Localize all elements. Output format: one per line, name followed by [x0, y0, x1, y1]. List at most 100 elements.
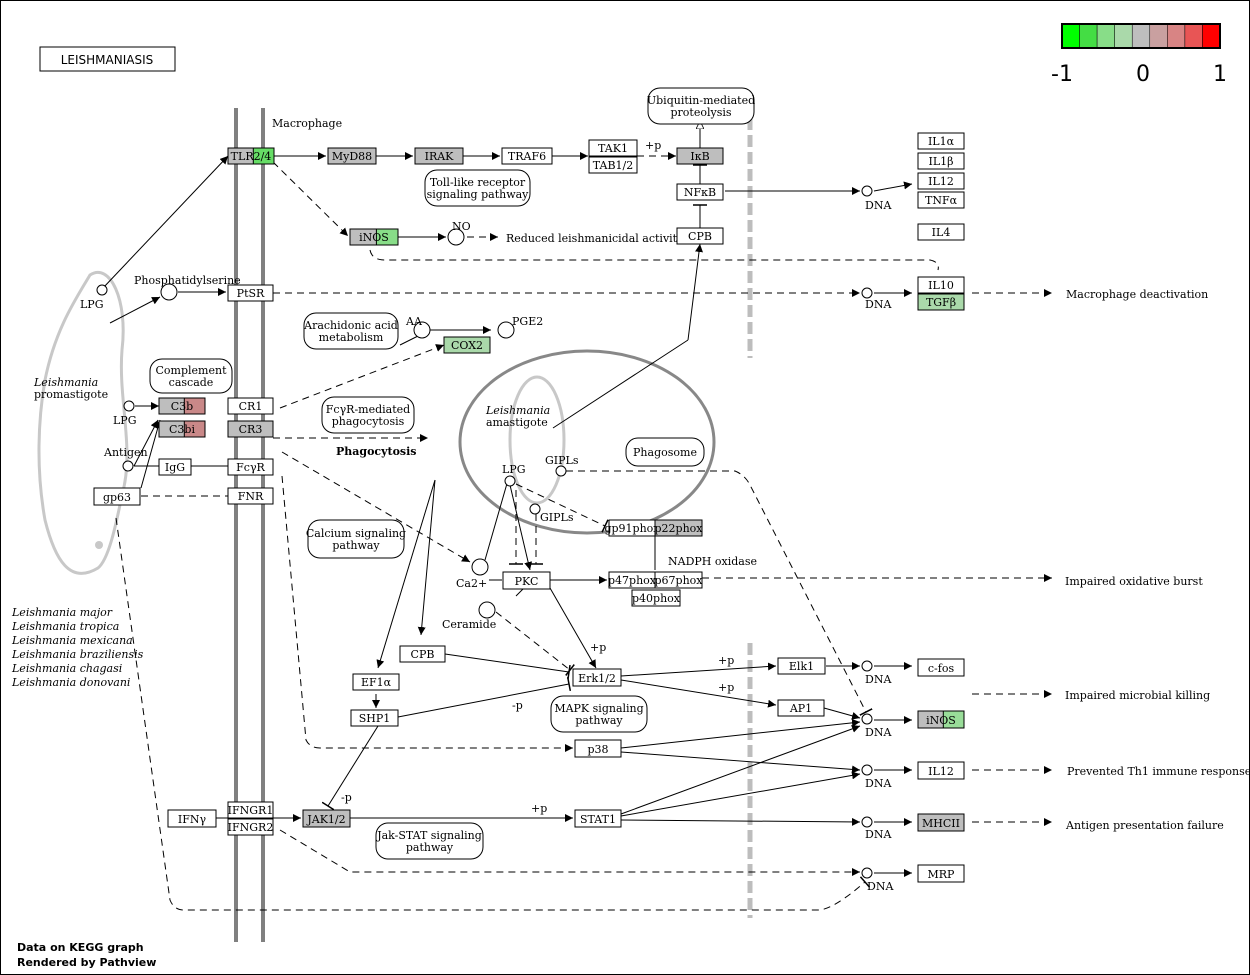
gene-node-tlr2-4[interactable]: TLR2/4	[227, 147, 275, 165]
gene-node-jak1-2[interactable]: JAK1/2	[302, 809, 351, 828]
gene-node-mhcii[interactable]: MHCII	[917, 813, 965, 832]
gene-node-il10[interactable]: IL10	[917, 276, 965, 294]
gene-label: CR1	[239, 400, 263, 413]
edges	[102, 121, 1052, 911]
gene-node-shp1[interactable]: SHP1	[350, 709, 399, 727]
gene-node-gp63[interactable]: gp63	[93, 487, 141, 506]
gene-node-c-fos[interactable]: c-fos	[917, 658, 965, 677]
legend-bin	[1061, 23, 1080, 49]
gene-label: TGFβ	[926, 296, 956, 309]
species-list: Leishmania major Leishmania tropica Leis…	[11, 606, 144, 689]
label-dna-3: DNA	[865, 673, 892, 686]
label-antigen: Antigen	[103, 446, 148, 459]
gene-node-ifn[interactable]: IFNγ	[167, 809, 217, 828]
label-pge2: PGE2	[512, 315, 543, 328]
label-macrophage: Macrophage	[272, 117, 342, 130]
gene-node-ef1[interactable]: EF1α	[352, 673, 400, 691]
footer-line-1: Data on KEGG graph	[17, 941, 144, 954]
gene-node-gp91phox[interactable]: gp91phox	[604, 519, 660, 537]
pathway-link-label: Phagosome	[633, 446, 697, 459]
gene-node-c3bi[interactable]: C3bi	[158, 420, 206, 438]
species-item: Leishmania major	[11, 606, 113, 619]
legend-bin	[1096, 23, 1115, 49]
gene-node-ptsr[interactable]: PtSR	[227, 284, 274, 302]
gene-node-elk1[interactable]: Elk1	[777, 657, 826, 675]
free-labels: Macrophage NO Reduced leishmanicidal act…	[11, 117, 1250, 893]
label-amastigote-2: amastigote	[486, 416, 548, 429]
gene-node-traf6[interactable]: TRAF6	[501, 147, 553, 165]
gene-node-p47phox[interactable]: p47phox	[608, 571, 657, 589]
gene-node-ifngr2[interactable]: IFNGR2	[227, 818, 274, 836]
gene-label: SHP1	[359, 712, 391, 725]
gene-node-inos[interactable]: iNOS	[917, 710, 965, 729]
pathway-link-label: FcγR-mediated	[326, 403, 410, 416]
label-promastigote-2: promastigote	[34, 388, 108, 401]
label-no: NO	[452, 220, 471, 233]
gene-node-il1[interactable]: IL1β	[917, 152, 965, 170]
gene-node-inos[interactable]: iNOS	[349, 228, 399, 246]
gene-node-tak1[interactable]: TAK1	[588, 139, 638, 157]
gene-node-mrp[interactable]: MRP	[917, 864, 965, 883]
gene-node-il4[interactable]: IL4	[917, 223, 965, 241]
gene-node-ap1[interactable]: AP1	[777, 699, 825, 717]
gene-node-ifngr1[interactable]: IFNGR1	[227, 801, 274, 819]
gene-node-cpb[interactable]: CPB	[399, 645, 446, 663]
gene-node-il12[interactable]: IL12	[917, 761, 965, 780]
gene-node-tgf[interactable]: TGFβ	[917, 293, 965, 311]
label-dna-2: DNA	[865, 298, 892, 311]
gene-node-igg[interactable]: IgG	[158, 458, 192, 476]
label-phagocytosis: Phagocytosis	[336, 445, 417, 458]
gene-node-p67phox[interactable]: p67phox	[654, 571, 704, 589]
species-item: Leishmania chagasi	[11, 662, 122, 675]
gene-node-nf-b[interactable]: NFκB	[676, 183, 724, 201]
legend-bin	[1114, 23, 1133, 49]
compound-ca	[471, 558, 489, 576]
gene-node-tnf[interactable]: TNFα	[917, 191, 965, 209]
gene-label: FNR	[238, 490, 264, 503]
gene-node-cox2[interactable]: COX2	[443, 336, 491, 354]
compound-phosphatidylserine	[160, 283, 178, 301]
gene-node-p40phox[interactable]: p40phox	[631, 589, 681, 607]
gene-label: p22phox	[655, 522, 704, 535]
gene-node-myd88[interactable]: MyD88	[327, 147, 377, 165]
gene-node-cr3[interactable]: CR3	[227, 420, 274, 438]
gene-label: MRP	[928, 868, 956, 881]
gene-node-tab1-2[interactable]: TAB1/2	[588, 156, 638, 174]
gene-node-cr1[interactable]: CR1	[227, 397, 274, 415]
gene-node-il1[interactable]: IL1α	[917, 132, 965, 150]
gene-node-irak[interactable]: IRAK	[414, 147, 464, 165]
gene-node-fc-r[interactable]: FcγR	[227, 458, 274, 476]
pathway-title: LEISHMANIASIS	[61, 53, 154, 67]
gene-node-erk1-2[interactable]: Erk1/2	[572, 668, 622, 687]
outcome-impaired-microbial-killing: Impaired microbial killing	[1065, 689, 1210, 702]
gene-label: IL1α	[928, 135, 955, 148]
compound-gipls-1	[555, 465, 567, 477]
gene-node-stat1[interactable]: STAT1	[574, 809, 622, 828]
label-dna-1: DNA	[865, 199, 892, 212]
gene-label: JAK1/2	[306, 813, 345, 826]
gene-node-cpb[interactable]: CPB	[676, 227, 724, 245]
gene-node-i-b[interactable]: IκB	[676, 147, 724, 165]
gene-node-p38[interactable]: p38	[574, 739, 622, 758]
gene-node-fnr[interactable]: FNR	[227, 487, 274, 505]
legend-bin	[1202, 23, 1221, 49]
gene-label: TRAF6	[508, 150, 546, 163]
legend-bin	[1131, 23, 1151, 49]
gene-label: AP1	[789, 702, 812, 715]
gene-node-pkc[interactable]: PKC	[502, 571, 551, 590]
gene-node-il12[interactable]: IL12	[917, 172, 965, 190]
gene-node-c3b[interactable]: C3b	[158, 397, 206, 415]
gene-node-p22phox[interactable]: p22phox	[654, 519, 704, 537]
compound-gipls-2	[529, 503, 541, 515]
compound-lpg-2	[123, 400, 135, 412]
pathway-link-phagosome[interactable]: Phagosome	[625, 437, 705, 467]
